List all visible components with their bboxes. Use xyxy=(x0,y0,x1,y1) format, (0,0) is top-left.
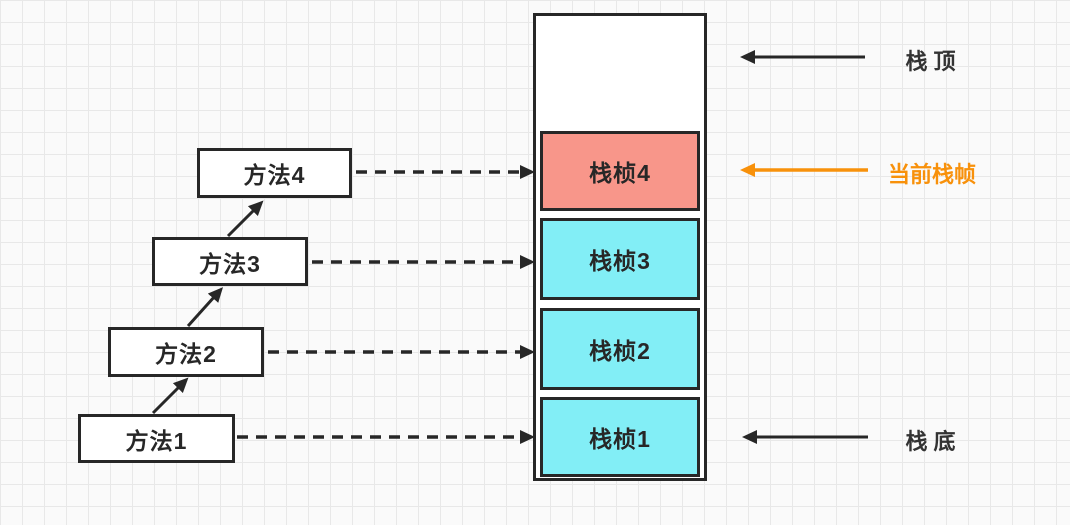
method-box-3-label: 方法3 xyxy=(199,250,261,277)
method-box-1-label: 方法1 xyxy=(125,427,188,454)
stack-frame-1-label: 栈桢1 xyxy=(589,426,651,452)
method-box-2-label: 方法2 xyxy=(155,341,217,367)
stack-frame-1: 栈桢1 xyxy=(540,397,700,477)
method-box-2: 方法2 xyxy=(108,327,264,377)
call-arrow-method2-method3 xyxy=(186,287,224,328)
method-box-4: 方法4 xyxy=(197,148,352,198)
stack-bottom-label: 栈 底 xyxy=(905,429,956,454)
stack-frame-4-label: 栈桢4 xyxy=(589,160,651,186)
stack-frame-2-label: 栈桢2 xyxy=(589,338,651,364)
method-box-1: 方法1 xyxy=(78,414,235,463)
call-arrow-method3-method4 xyxy=(226,200,264,238)
method-box-4-label: 方法4 xyxy=(243,162,306,188)
stack-frame-3: 栈桢3 xyxy=(540,218,700,300)
method-box-3: 方法3 xyxy=(152,237,308,286)
stack-frame-4: 栈桢4 xyxy=(540,131,700,211)
call-arrow-method1-method2 xyxy=(151,377,189,415)
stack-frame-2: 栈桢2 xyxy=(540,308,700,390)
stack-top-label: 栈 顶 xyxy=(905,49,956,74)
stack-frame-3-label: 栈桢3 xyxy=(589,248,651,274)
current-frame-label: 当前栈帧 xyxy=(887,162,976,187)
